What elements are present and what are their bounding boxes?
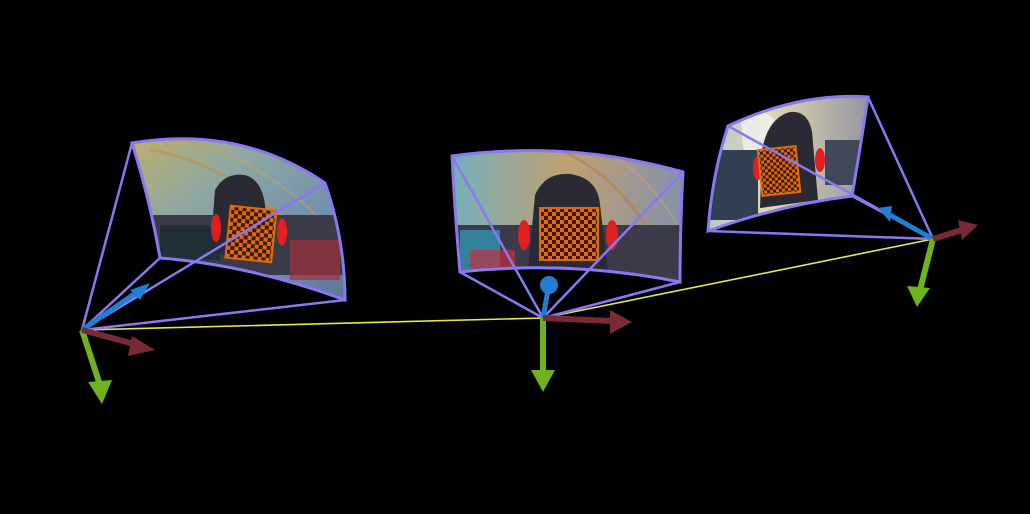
- camera-1-axes: [79, 283, 155, 404]
- camera-1-frustum-border: [130, 137, 347, 303]
- camera-2-frustum-border: [450, 149, 685, 284]
- camera-2-axes: [531, 276, 632, 392]
- camera-2-frustum-edges: [450, 155, 684, 320]
- camera-1-frustum-edges: [80, 142, 346, 332]
- camera-3: [706, 94, 978, 307]
- camera-1-image-plane: [132, 138, 345, 300]
- camera-3-axes: [878, 206, 978, 307]
- checkerboard-2: [539, 207, 599, 261]
- checkerboard-1: [224, 204, 278, 264]
- camera-3-image-plane: [708, 96, 868, 231]
- camera-1: [79, 137, 347, 404]
- camera-2-image-plane: [452, 150, 683, 282]
- camera-2: [450, 149, 685, 392]
